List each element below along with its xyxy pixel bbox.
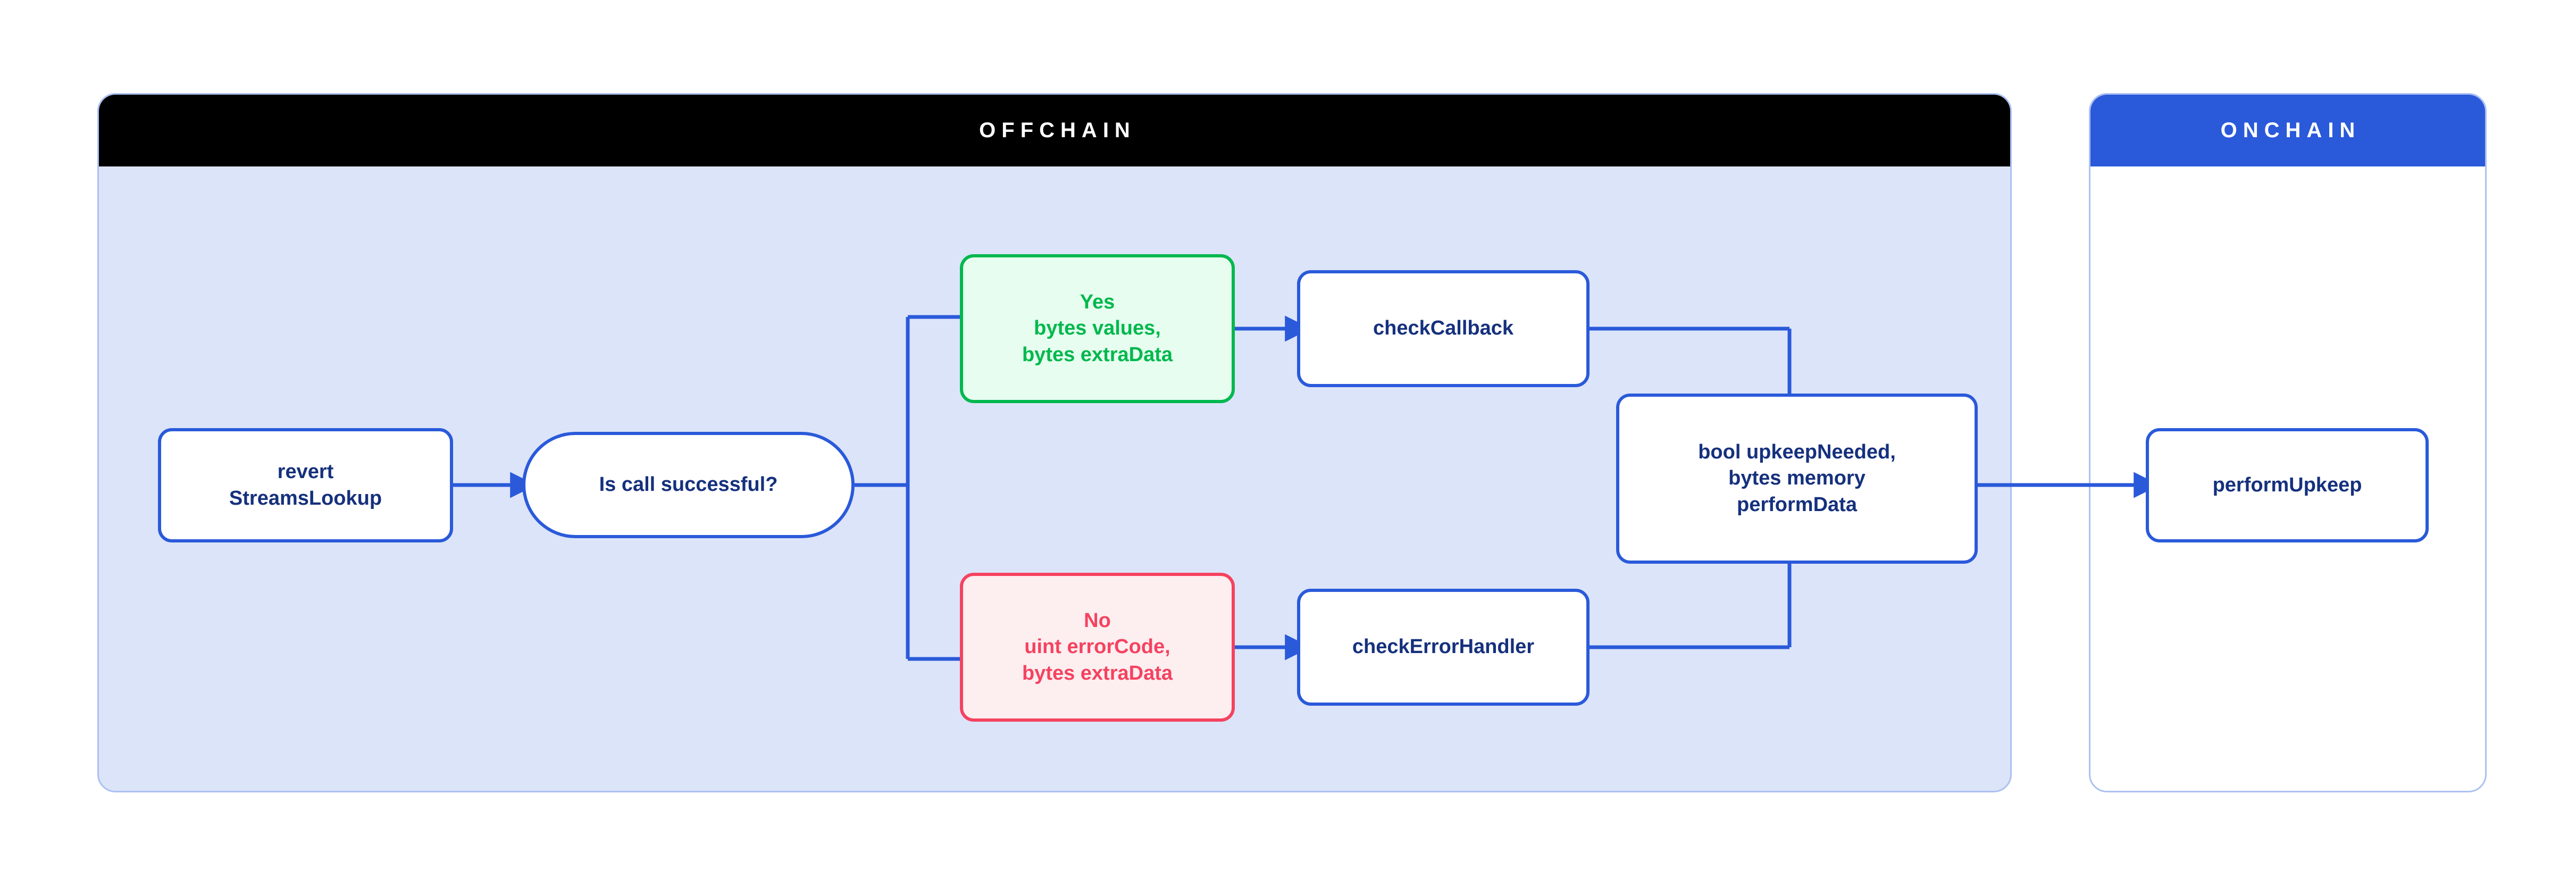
node-check-error-handler-label: checkErrorHandler xyxy=(1352,636,1535,658)
node-upkeep-data[interactable]: bool upkeepNeeded, bytes memory performD… xyxy=(1616,394,1978,564)
node-is-call-successful[interactable]: Is call successful? xyxy=(522,432,855,538)
node-yes-branch-label: Yes bytes values, bytes extraData xyxy=(1022,290,1173,366)
node-upkeep-data-label: bool upkeepNeeded, bytes memory performD… xyxy=(1698,440,1896,516)
node-yes-branch[interactable]: Yes bytes values, bytes extraData xyxy=(960,254,1235,403)
node-is-call-successful-label: Is call successful? xyxy=(599,473,778,496)
onchain-panel-header: ONCHAIN xyxy=(2090,95,2485,166)
node-no-branch[interactable]: No uint errorCode, bytes extraData xyxy=(960,573,1235,722)
node-check-callback[interactable]: checkCallback xyxy=(1297,270,1590,387)
node-check-callback-label: checkCallback xyxy=(1373,317,1514,340)
node-check-error-handler[interactable]: checkErrorHandler xyxy=(1297,589,1590,706)
node-revert-streamslookup-label: revert StreamsLookup xyxy=(229,461,382,509)
node-perform-upkeep[interactable]: performUpkeep xyxy=(2146,428,2429,542)
offchain-panel-title: OFFCHAIN xyxy=(979,119,1136,142)
onchain-panel-title: ONCHAIN xyxy=(2220,119,2361,142)
offchain-panel-header: OFFCHAIN xyxy=(99,95,2010,166)
node-revert-streamslookup[interactable]: revert StreamsLookup xyxy=(158,428,453,542)
node-no-branch-label: No uint errorCode, bytes extraData xyxy=(1022,609,1173,684)
node-perform-upkeep-label: performUpkeep xyxy=(2212,473,2362,496)
